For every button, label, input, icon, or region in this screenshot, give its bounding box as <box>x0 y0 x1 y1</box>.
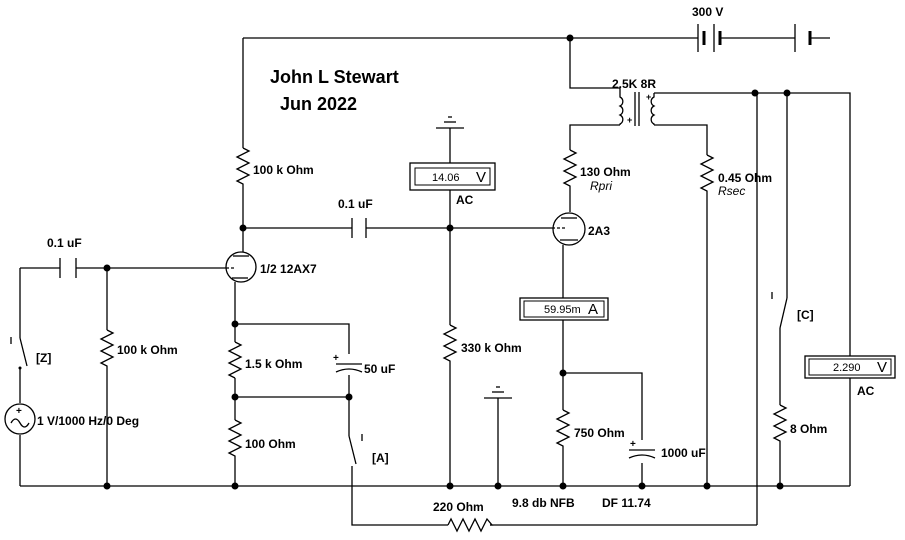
wiring <box>19 37 851 526</box>
svg-text:+: + <box>16 406 22 417</box>
tube-power-label: 2A3 <box>588 224 610 238</box>
switch-z <box>10 337 28 370</box>
meter-output-unit: V <box>877 359 887 376</box>
resistor-cathode-1 <box>227 341 243 379</box>
battery-symbol <box>697 24 812 52</box>
meter-plate-unit: A <box>588 301 598 318</box>
capacitor-power-cathode: + <box>628 439 656 459</box>
c-coupling-out-label: 0.1 uF <box>338 197 373 211</box>
tube-driver <box>225 251 257 283</box>
switch-c <box>771 292 788 329</box>
capacitor-coupling-out <box>351 218 367 238</box>
resistor-power-cathode <box>555 409 571 450</box>
resistor-primary <box>562 149 578 188</box>
capacitor-bypass: + <box>333 353 363 373</box>
svg-text:+: + <box>630 439 636 450</box>
r-cathode-2-label: 100 Ohm <box>245 437 296 451</box>
r-secondary-sublabel: Rsec <box>718 184 745 198</box>
resistor-feedback <box>447 517 494 533</box>
switch-c-label: [C] <box>797 308 814 322</box>
r-primary-label: 130 Ohm <box>580 165 631 179</box>
transformer-label: 2.5K 8R <box>612 77 656 91</box>
r-grid-in-label: 100 k Ohm <box>117 343 178 357</box>
meter-grid-value: 14.06 <box>432 172 460 184</box>
ac-source: + <box>4 403 36 435</box>
source-label: 1 V/1000 Hz/0 Deg <box>37 414 139 428</box>
switch-z-label: [Z] <box>36 351 51 365</box>
r-primary-sublabel: Rpri <box>590 179 612 193</box>
resistor-plate-load <box>235 147 251 188</box>
switch-a <box>348 434 363 465</box>
svg-text:+: + <box>627 115 632 125</box>
svg-text:+: + <box>646 92 651 102</box>
tube-driver-label: 1/2 12AX7 <box>260 262 317 276</box>
meter-output-mode: AC <box>857 384 875 398</box>
supply-voltage-label: 300 V <box>692 5 723 19</box>
r-grid-power-label: 330 k Ohm <box>461 341 522 355</box>
meter-output-value: 2.290 <box>833 362 861 374</box>
meter-grid-mode: AC <box>456 193 474 207</box>
meter-plate-current: 59.95m A <box>519 297 609 321</box>
r-secondary-label: 0.45 Ohm <box>718 171 772 185</box>
capacitor-coupling-in <box>59 258 77 278</box>
r-plate-load-label: 100 k Ohm <box>253 163 314 177</box>
meter-grid-ac: 14.06 V <box>409 162 496 191</box>
resistor-grid-in <box>99 329 115 370</box>
meter-output-ac: 2.290 V <box>804 355 896 379</box>
r-load-label: 8 Ohm <box>790 422 827 436</box>
meter-grid-unit: V <box>476 169 486 186</box>
svg-text:+: + <box>333 353 339 364</box>
junctions <box>103 34 791 490</box>
switch-a-label: [A] <box>372 451 389 465</box>
resistor-cathode-2 <box>227 419 243 460</box>
output-transformer: + + <box>618 88 656 126</box>
nfb-label: 9.8 db NFB <box>512 496 575 510</box>
meter-plate-value: 59.95m <box>544 304 581 316</box>
tube-power <box>552 212 586 246</box>
r-power-cathode-label: 750 Ohm <box>574 426 625 440</box>
c-bypass-label: 50 uF <box>364 362 395 376</box>
ground-symbol-grid <box>436 116 464 129</box>
df-label: DF 11.74 <box>602 496 651 510</box>
c-coupling-in-label: 0.1 uF <box>47 236 82 250</box>
ground-symbol-mid <box>484 386 512 399</box>
resistor-load <box>772 404 788 450</box>
r-feedback-label: 220 Ohm <box>433 500 484 514</box>
r-cathode-1-label: 1.5 k Ohm <box>245 357 302 371</box>
resistor-grid-power <box>442 324 458 368</box>
date-title: Jun 2022 <box>280 94 357 114</box>
resistor-secondary <box>699 154 715 195</box>
c-power-cathode-label: 1000 uF <box>661 446 706 460</box>
author-title: John L Stewart <box>270 67 399 87</box>
